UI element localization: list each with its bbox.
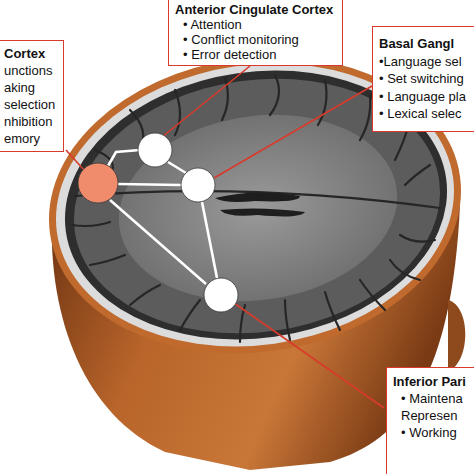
callout-item: •Language sel — [379, 53, 468, 71]
callout-item: • Attention — [175, 17, 336, 32]
region-circle — [138, 133, 172, 167]
callout-heading: Anterior Cingulate Cortex — [175, 2, 336, 17]
region-circle — [204, 278, 238, 312]
callout-heading: Basal Gangl — [379, 35, 468, 53]
callout-box: Inferior Pari• MaintenaRepresen• Working — [386, 367, 474, 474]
callout-item: • Lexical selec — [379, 105, 468, 123]
callout-item: • Conflict monitoring — [175, 32, 336, 47]
callout-heading: Cortex — [4, 45, 58, 62]
callout-item: emory — [4, 130, 58, 147]
callout-heading: Inferior Pari — [393, 373, 468, 390]
callout-item: • Language pla — [379, 88, 468, 106]
callout-box: Cortexunctionsakingselectionnhibitionemo… — [0, 40, 64, 152]
callout-item: Represen — [393, 407, 468, 424]
region-circle — [181, 168, 215, 202]
leader-lines — [66, 66, 384, 408]
scalp-rim — [30, 31, 474, 380]
ventricles — [215, 192, 305, 216]
ear — [448, 300, 465, 372]
network-lines — [108, 150, 217, 284]
callout-item: nhibition — [4, 113, 58, 130]
callout-box: Anterior Cingulate Cortex• Attention• Co… — [168, 0, 343, 66]
callout-item: selection — [4, 96, 58, 113]
callout-item: • Maintena — [393, 390, 468, 407]
callout-item: unctions — [4, 62, 58, 79]
callout-item: • Working — [393, 424, 468, 441]
callout-item: • Set switching — [379, 70, 468, 88]
callout-item: • Error detection — [175, 47, 336, 62]
callout-box: Basal Gangl•Language sel• Set switching•… — [372, 26, 474, 132]
callout-item: aking — [4, 79, 58, 96]
region-circle — [78, 163, 118, 203]
